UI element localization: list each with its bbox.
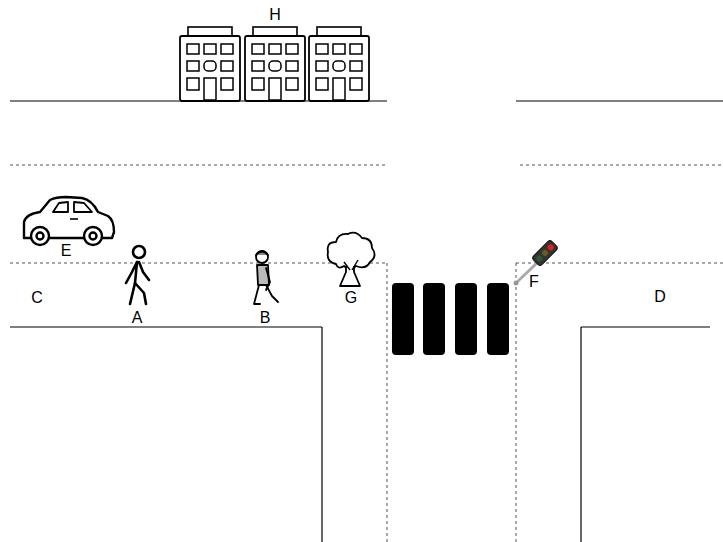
car-handle	[70, 218, 78, 220]
pedestrian-b	[254, 251, 278, 304]
crosswalk-stripe	[423, 283, 445, 355]
callout-letter: E	[61, 242, 72, 260]
light-green	[535, 254, 543, 262]
car-hub	[37, 233, 44, 240]
buildings	[180, 27, 369, 101]
lane-line	[516, 263, 723, 264]
curb-line	[580, 327, 581, 542]
tree-crown	[328, 233, 375, 269]
callout-letter: F	[529, 273, 539, 291]
lane-line	[387, 263, 388, 542]
curb-line	[516, 100, 723, 101]
callout-letter: C	[31, 289, 43, 307]
car-wheel	[84, 227, 102, 245]
curb-line	[581, 326, 710, 327]
callout-letter: H	[269, 6, 281, 24]
callout-letter: D	[654, 288, 666, 306]
callout-letter: G	[345, 289, 357, 307]
light-red	[546, 243, 554, 251]
crosswalk-stripe	[392, 283, 414, 355]
building-icon	[180, 27, 240, 101]
callout-letter: A	[132, 309, 143, 327]
person-head	[133, 246, 145, 258]
light-base	[514, 281, 519, 286]
lane-line	[520, 165, 723, 166]
light-housing	[532, 240, 559, 267]
pedestrian-a	[126, 246, 149, 304]
tree-icon	[328, 233, 375, 286]
car-wheel	[31, 227, 49, 245]
curb-line	[321, 327, 322, 542]
person-torso	[135, 262, 137, 283]
crosswalk-stripe	[487, 283, 509, 355]
car-hub	[90, 233, 97, 240]
crosswalk	[392, 283, 509, 355]
building-icon	[245, 27, 305, 101]
callout-letter: B	[260, 309, 271, 327]
car-icon	[24, 197, 114, 245]
lane-line	[10, 165, 387, 166]
person-head	[256, 251, 268, 263]
building-icon	[309, 27, 369, 101]
curb-line	[10, 326, 322, 327]
person-arm	[139, 262, 149, 280]
person-arm	[126, 262, 137, 283]
lane-line	[516, 263, 517, 542]
person-leg	[130, 283, 146, 304]
light-amber	[541, 249, 549, 257]
person-hair	[256, 252, 268, 256]
light-head	[532, 240, 559, 267]
road-edges	[10, 101, 723, 542]
person-leg	[254, 285, 278, 304]
car-window	[53, 202, 92, 212]
lane-lines	[10, 165, 723, 542]
tree-branch	[344, 260, 358, 270]
crosswalk-stripe	[455, 283, 477, 355]
